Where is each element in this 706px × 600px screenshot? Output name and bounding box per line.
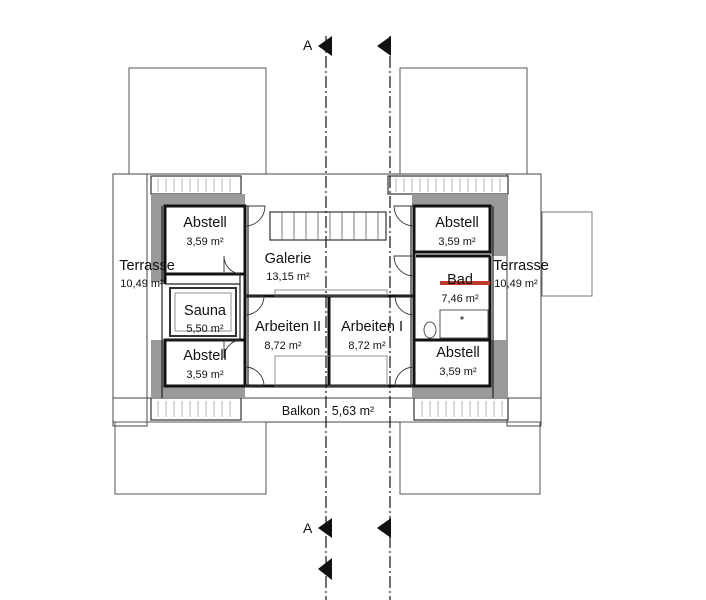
room-name-abstell-br: Abstell — [436, 345, 480, 361]
room-area-abstell-bl: 3,59 m² — [186, 369, 224, 381]
room-name-abstell-tr: Abstell — [435, 215, 479, 231]
dormer-bottom-right — [399, 421, 541, 495]
stair-treads — [281, 212, 379, 240]
room-name-sauna: Sauna — [184, 303, 227, 319]
terrace-planter-right — [541, 211, 593, 297]
dormer-top-right — [399, 67, 528, 175]
dormer-bottom-left — [114, 421, 267, 495]
room-area-abstell-br: 3,59 m² — [439, 366, 477, 378]
room-area-balkon: 5,63 m² — [332, 404, 374, 418]
door-swings — [223, 205, 415, 387]
section-arrow-bottom-left — [318, 518, 332, 538]
room-area-galerie: 13,15 m² — [266, 271, 310, 283]
wall-band-bottom-left — [150, 397, 242, 421]
hatch-bottom — [157, 401, 503, 417]
beam-upper — [274, 289, 388, 297]
overhang-left — [112, 173, 148, 427]
section-arrow-top-left — [318, 36, 332, 56]
hatch-top — [157, 178, 501, 192]
sauna-bench — [174, 292, 232, 332]
toilet — [423, 321, 437, 339]
room-area-abstell-tl: 3,59 m² — [186, 236, 224, 248]
section-arrow-bottom-mid — [318, 558, 332, 580]
walls — [163, 204, 492, 388]
room-area-arbeiten-1: 8,72 m² — [348, 340, 386, 352]
overhang-right — [506, 173, 542, 427]
room-name-galerie: Galerie — [265, 251, 312, 267]
beam-lower — [274, 355, 388, 387]
sauna-cabin — [169, 287, 237, 337]
wall-band-top-left — [150, 175, 242, 195]
section-arrow-bottom-right — [377, 518, 391, 538]
room-name-arbeiten-2: Arbeiten II — [255, 319, 321, 335]
room-name-terrasse-right: Terrasse — [493, 258, 549, 274]
room-name-bad: Bad — [447, 272, 473, 288]
room-area-sauna: 5,50 m² — [186, 323, 224, 335]
section-arrow-top-right — [377, 36, 391, 56]
room-area-terrasse-right: 10,49 m² — [494, 278, 538, 290]
room-name-terrasse-left: Terrasse — [119, 258, 175, 274]
balcony-outline — [112, 397, 542, 423]
drain — [460, 316, 464, 320]
room-area-abstell-tr: 3,59 m² — [438, 236, 476, 248]
section-label-top: A — [303, 37, 313, 53]
room-area-bad: 7,46 m² — [441, 293, 479, 305]
slope-right-bottom — [490, 340, 508, 398]
slope-right-top — [490, 194, 508, 256]
room-name-balkon: Balkon — [282, 404, 320, 418]
slope-bottom-right — [412, 386, 508, 398]
slope-bottom-left — [151, 386, 245, 398]
wall-band-top-right — [387, 175, 509, 195]
section-label-bottom: A — [303, 520, 313, 536]
window-accent-bar — [440, 281, 490, 285]
shower-tray — [439, 309, 489, 339]
slope-top-left — [151, 194, 245, 206]
dormer-top-left — [128, 67, 267, 175]
room-name-abstell-bl: Abstell — [183, 348, 227, 364]
slope-top-right — [412, 194, 508, 206]
room-name-abstell-tl: Abstell — [183, 215, 227, 231]
room-area-terrasse-left: 10,49 m² — [120, 278, 164, 290]
room-area-arbeiten-2: 8,72 m² — [264, 340, 302, 352]
room-name-arbeiten-1: Arbeiten I — [341, 319, 403, 335]
staircase — [269, 211, 387, 241]
